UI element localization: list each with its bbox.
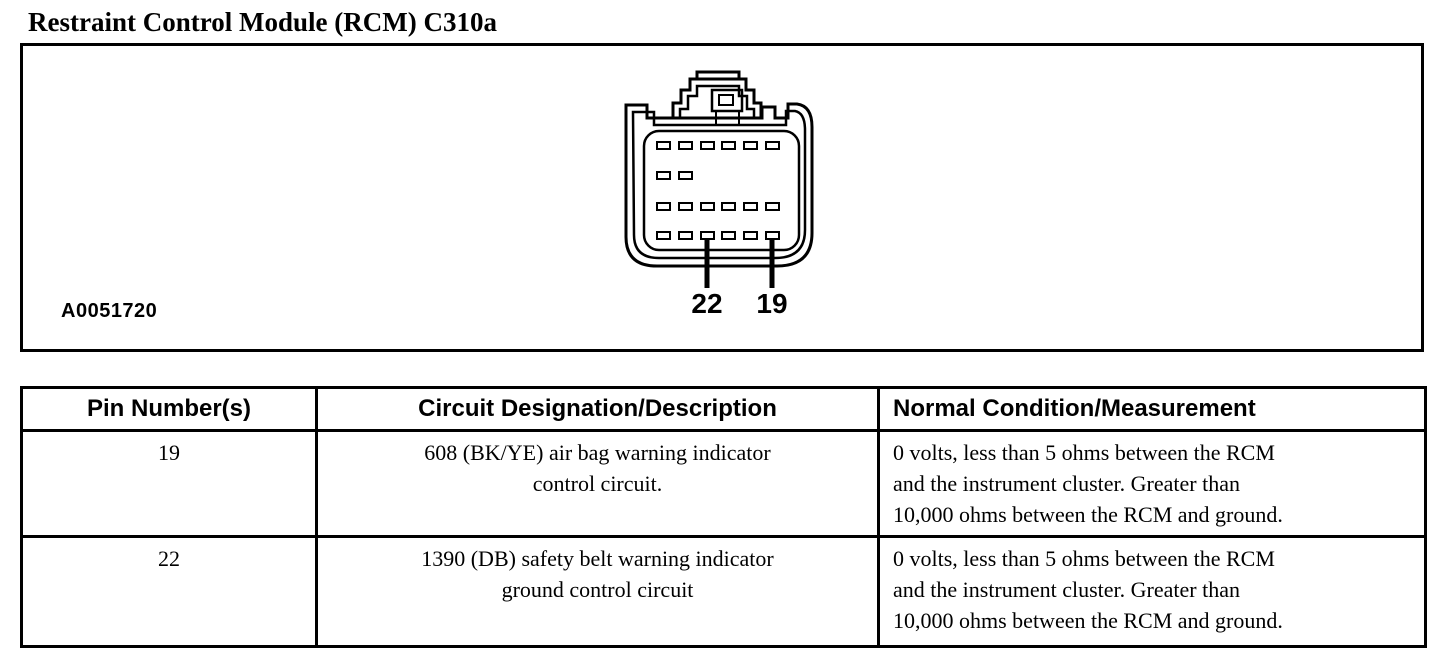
pin-slot	[743, 202, 758, 211]
pin-slot	[656, 202, 671, 211]
pin-callout-19-label: 19	[756, 288, 787, 319]
connector-figure-box: 22 19 A0051720	[20, 43, 1424, 352]
table-row: 19 608 (BK/YE) air bag warning indicator…	[20, 429, 1427, 538]
pin-slot	[678, 231, 693, 240]
pin-measurement-table: Pin Number(s) Circuit Designation/Descri…	[20, 386, 1427, 648]
lock-tab-center-slot-inner	[718, 94, 734, 106]
circuit-description-cell: 608 (BK/YE) air bag warning indicator co…	[315, 429, 880, 538]
circuit-description-cell: 1390 (DB) safety belt warning indicator …	[315, 535, 880, 648]
page-title: Restraint Control Module (RCM) C310a	[28, 7, 497, 37]
pin-slot	[656, 171, 671, 180]
pin-slot	[743, 141, 758, 150]
pin-slot	[700, 202, 715, 211]
normal-condition-cell: 0 volts, less than 5 ohms between the RC…	[877, 429, 1427, 538]
pin-slot	[656, 231, 671, 240]
lock-tab-top-lip	[695, 70, 741, 81]
pin-row-3	[656, 202, 780, 211]
pin-number-cell: 22	[20, 535, 318, 648]
pin-slot	[656, 141, 671, 150]
col-header-pin-numbers: Pin Number(s)	[20, 386, 318, 432]
lock-tab-center-slot	[710, 88, 744, 113]
pin-slot	[700, 231, 715, 240]
pin-row-1	[656, 141, 780, 150]
pin-slot	[743, 231, 758, 240]
normal-condition-cell: 0 volts, less than 5 ohms between the RC…	[877, 535, 1427, 648]
pin-slot	[678, 141, 693, 150]
pin-slot	[678, 202, 693, 211]
pin-cavity-outline	[642, 129, 801, 252]
pin-slot	[765, 141, 780, 150]
pin-row-2	[656, 171, 693, 180]
connector-body-outer-outline	[624, 102, 814, 268]
pin-callout-22-label: 22	[691, 288, 722, 319]
pin-slot	[721, 141, 736, 150]
connector-diagram: 22 19	[624, 70, 814, 319]
table-row: 22 1390 (DB) safety belt warning indicat…	[20, 535, 1427, 648]
pin-slot	[721, 202, 736, 211]
pin-row-4	[656, 231, 780, 240]
pin-slot	[765, 202, 780, 211]
lock-tab	[671, 70, 763, 125]
pin-slot	[700, 141, 715, 150]
col-header-normal-condition: Normal Condition/Measurement	[877, 386, 1427, 432]
col-header-circuit-designation: Circuit Designation/Description	[315, 386, 880, 432]
pin-slot	[678, 171, 693, 180]
connector-body-inner-outline	[631, 109, 807, 260]
lock-tab-inner-outline	[678, 84, 756, 118]
figure-id-label: A0051720	[61, 300, 158, 322]
pin-slot	[765, 231, 780, 240]
pin-number-cell: 19	[20, 429, 318, 538]
table-header-row: Pin Number(s) Circuit Designation/Descri…	[20, 386, 1427, 432]
pin-slot	[721, 231, 736, 240]
